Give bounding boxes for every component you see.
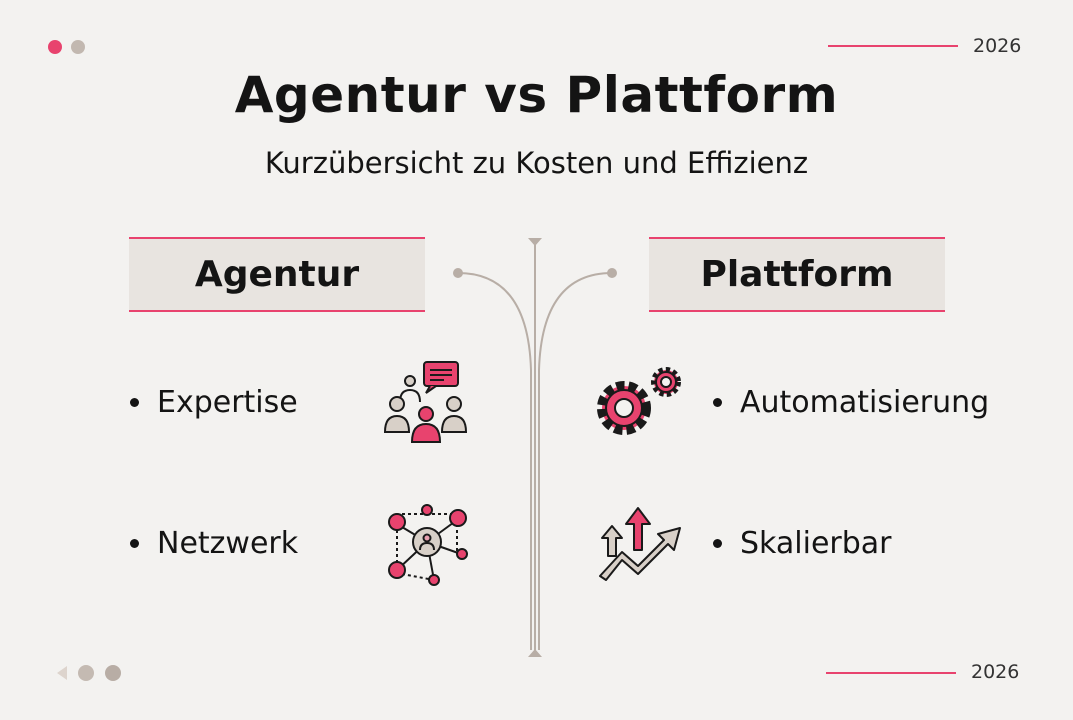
list-item-netzwerk: Netzwerk <box>130 526 298 561</box>
network-icon <box>388 504 468 586</box>
item-label: Skalierbar <box>740 526 892 561</box>
list-item-expertise: Expertise <box>130 385 298 420</box>
gears-icon <box>597 367 681 435</box>
decor-dot-beige <box>78 665 94 681</box>
decor-dot-beige <box>71 40 85 54</box>
item-label: Automatisierung <box>740 385 990 420</box>
page-subtitle: Kurzübersicht zu Kosten und Effizienz <box>264 146 809 180</box>
agentur-heading: Agentur <box>129 237 425 312</box>
year-line-top <box>828 45 958 47</box>
team-chat-icon <box>384 361 468 443</box>
decor-triangle <box>57 666 67 680</box>
plattform-heading: Plattform <box>649 237 945 312</box>
list-item-automatisierung: Automatisierung <box>713 385 989 420</box>
decor-dot-pink <box>48 40 62 54</box>
year-bottom: 2026 <box>971 661 1020 683</box>
decor-dot-beige <box>105 665 121 681</box>
year-top: 2026 <box>973 35 1022 57</box>
list-item-skalierbar: Skalierbar <box>713 526 892 561</box>
growth-arrows-icon <box>599 507 681 581</box>
year-line-bottom <box>826 672 956 674</box>
item-label: Netzwerk <box>157 526 299 561</box>
item-label: Expertise <box>157 385 298 420</box>
page-title: Agentur vs Plattform <box>234 66 839 124</box>
center-divider <box>453 238 617 657</box>
